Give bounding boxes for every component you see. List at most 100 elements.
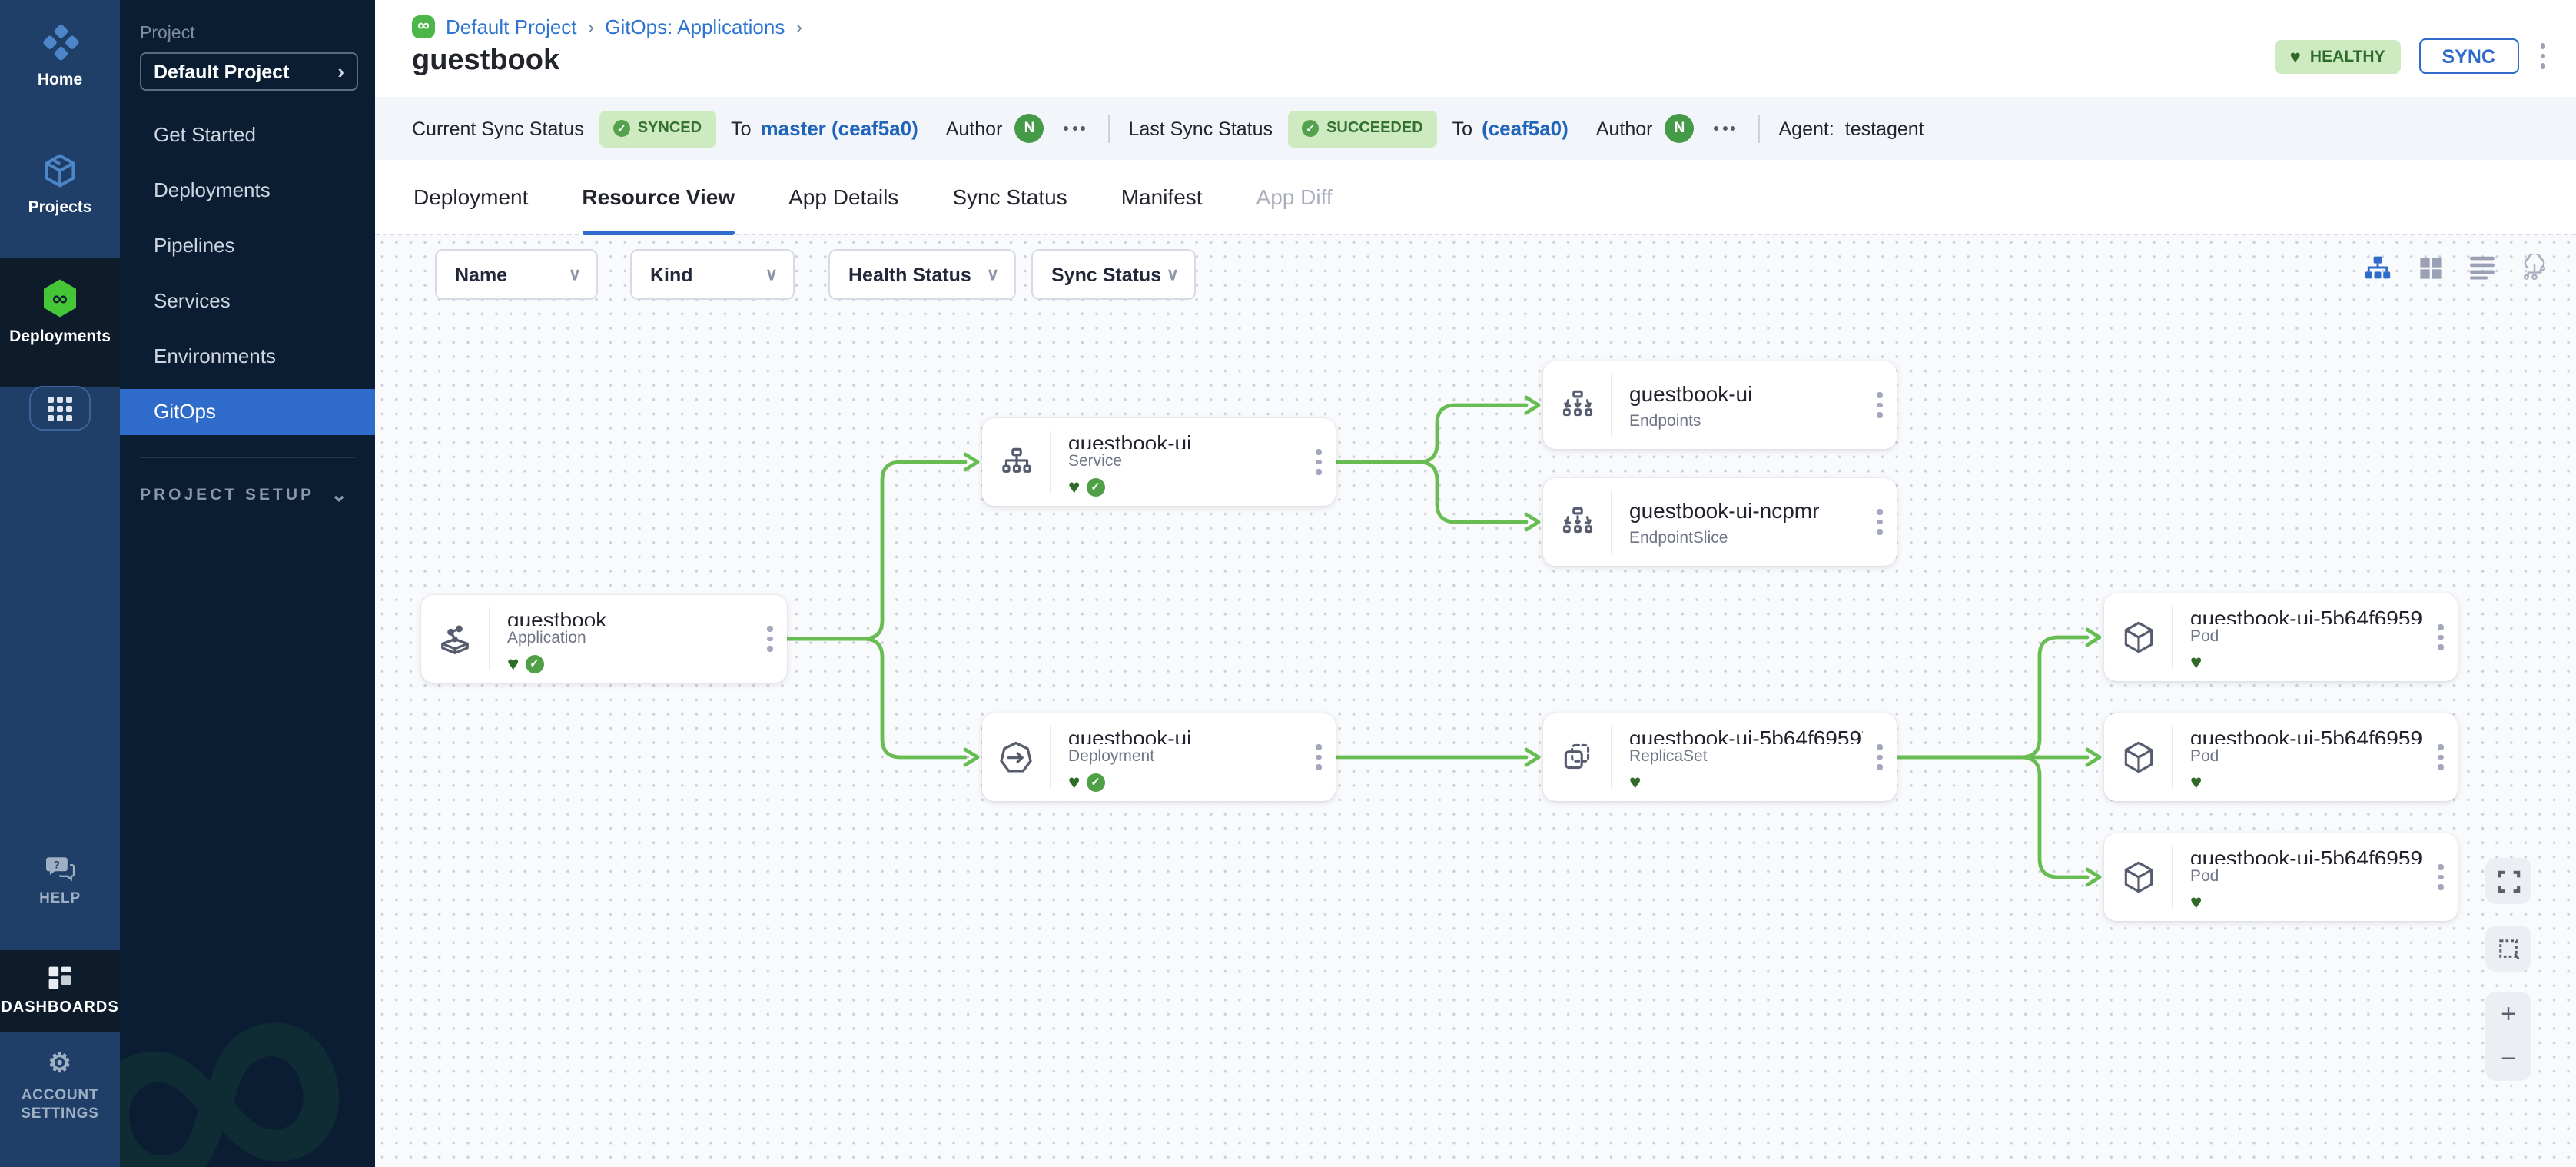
- grid-view-toggle[interactable]: [2416, 254, 2444, 281]
- synced-check-icon: ✓: [1086, 773, 1105, 791]
- node-kind: EndpointSlice: [1629, 528, 1728, 547]
- to-label: To: [1452, 118, 1473, 139]
- sidebar-item-deployments[interactable]: Deployments: [154, 178, 271, 201]
- node-kebab-menu-icon[interactable]: [2424, 833, 2458, 921]
- projects-cube-icon: [45, 154, 75, 188]
- rail-item-dashboards[interactable]: DASHBOARDS: [0, 964, 120, 1018]
- healthy-heart-icon: ♥: [1629, 770, 1642, 793]
- list-view-icon: [2470, 256, 2495, 280]
- zoom-out-button[interactable]: −: [2501, 1044, 2516, 1073]
- author-label: Author: [1595, 118, 1653, 139]
- nav-watermark-logo: ∞: [120, 843, 375, 1167]
- breadcrumb-link-project[interactable]: Default Project: [446, 15, 577, 38]
- rail-item-label: Deployments: [9, 327, 111, 346]
- sync-status-bar: Current Sync Status ✓ SYNCED To master (…: [375, 97, 2576, 160]
- tab-resource-view[interactable]: Resource View: [582, 159, 735, 234]
- current-commit-more-icon[interactable]: [1059, 126, 1090, 131]
- header-actions: ♥ HEALTHY SYNC: [2274, 38, 2548, 74]
- healthy-heart-icon: ♥: [1068, 770, 1081, 793]
- node-kebab-menu-icon[interactable]: [753, 595, 787, 683]
- tree-view-toggle[interactable]: [2364, 254, 2392, 281]
- nav-list: Get Started Deployments Pipelines Servic…: [120, 112, 375, 435]
- chevron-right-icon: ›: [337, 60, 344, 83]
- node-deployment-guestbook-ui[interactable]: guestbook-ui Deployment ♥ ✓: [982, 713, 1336, 801]
- pod-icon: [2104, 713, 2172, 801]
- node-kebab-menu-icon[interactable]: [1302, 418, 1336, 506]
- project-setup-toggle[interactable]: PROJECT SETUP ⌄: [140, 483, 350, 507]
- sidebar-item-environments[interactable]: Environments: [154, 344, 276, 367]
- selection-mode-button[interactable]: [2485, 926, 2531, 972]
- service-icon: [982, 418, 1050, 506]
- health-status-badge: ♥ HEALTHY: [2274, 39, 2401, 73]
- node-kind: Deployment: [1068, 747, 1155, 766]
- nav-divider: [140, 457, 355, 458]
- resource-tree-canvas[interactable]: Name ∨ Kind ∨ Health Status ∨ Sync Statu…: [375, 235, 2576, 1167]
- list-view-toggle[interactable]: [2468, 254, 2496, 281]
- fullscreen-icon: [2497, 869, 2520, 893]
- last-commit-more-icon[interactable]: [1710, 126, 1741, 131]
- sync-button[interactable]: SYNC: [2418, 38, 2518, 74]
- filter-label: Sync Status: [1051, 264, 1162, 285]
- node-endpoints-guestbook-ui[interactable]: guestbook-ui Endpoints: [1543, 361, 1897, 449]
- healthy-heart-icon: ♥: [2190, 890, 2203, 913]
- node-kebab-menu-icon[interactable]: [2424, 593, 2458, 681]
- dashboards-icon: [48, 966, 71, 989]
- filter-health-status-select[interactable]: Health Status ∨: [828, 249, 1016, 300]
- node-kebab-menu-icon[interactable]: [1302, 713, 1336, 801]
- zoom-in-button[interactable]: +: [2501, 999, 2516, 1029]
- last-revision-link[interactable]: (ceaf5a0): [1482, 117, 1569, 140]
- rail-item-label: ACCOUNT SETTINGS: [21, 1087, 99, 1122]
- rail-item-label: Home: [37, 71, 83, 89]
- node-kebab-menu-icon[interactable]: [1863, 478, 1897, 566]
- sidebar-item-gitops[interactable]: GitOps: [120, 389, 375, 435]
- agent-value: testagent: [1844, 118, 1924, 139]
- tab-app-details[interactable]: App Details: [788, 185, 899, 209]
- header-kebab-menu-icon[interactable]: [2537, 41, 2548, 72]
- node-endpointslice-guestbook-ui-ncpmr[interactable]: guestbook-ui-ncpmr EndpointSlice: [1543, 478, 1897, 566]
- last-sync-status-label: Last Sync Status: [1128, 118, 1273, 139]
- sidebar-item-pipelines[interactable]: Pipelines: [154, 234, 235, 257]
- breadcrumb-separator: ›: [587, 15, 595, 38]
- filter-sync-status-select[interactable]: Sync Status ∨: [1031, 249, 1196, 300]
- tab-deployment[interactable]: Deployment: [413, 185, 529, 209]
- current-revision-link[interactable]: master (ceaf5a0): [760, 117, 918, 140]
- node-application-guestbook[interactable]: guestbook Application ♥ ✓: [421, 595, 787, 683]
- sidebar-item-get-started[interactable]: Get Started: [154, 123, 256, 146]
- network-view-toggle[interactable]: [2521, 254, 2548, 281]
- rail-item-account-settings[interactable]: ⚙ ACCOUNT SETTINGS: [0, 1049, 120, 1122]
- tab-sync-status[interactable]: Sync Status: [952, 185, 1067, 209]
- rail-item-home[interactable]: Home: [0, 22, 120, 90]
- rail-item-projects[interactable]: Projects: [0, 151, 120, 218]
- synced-check-icon: ✓: [1086, 477, 1105, 496]
- page-title: guestbook: [412, 45, 560, 77]
- tab-app-diff[interactable]: App Diff: [1256, 185, 1333, 209]
- synced-check-icon: ✓: [525, 654, 544, 673]
- tab-manifest[interactable]: Manifest: [1120, 185, 1203, 209]
- current-sync-status-badge: ✓ SYNCED: [599, 110, 716, 147]
- node-name: guestbook-ui: [1068, 726, 1192, 745]
- sidebar-item-services[interactable]: Services: [154, 289, 231, 312]
- deployments-hexagon-icon: ∞: [44, 279, 76, 318]
- module-picker-button[interactable]: [29, 386, 91, 431]
- node-pod-2[interactable]: guestbook-ui-5b64f6959... Pod ♥: [2104, 713, 2458, 801]
- rail-item-deployments[interactable]: ∞ Deployments: [0, 277, 120, 347]
- filter-kind-select[interactable]: Kind ∨: [630, 249, 795, 300]
- node-service-guestbook-ui[interactable]: guestbook-ui Service ♥ ✓: [982, 418, 1336, 506]
- node-kind: ReplicaSet: [1629, 747, 1708, 766]
- node-kebab-menu-icon[interactable]: [2424, 713, 2458, 801]
- node-pod-1[interactable]: guestbook-ui-5b64f6959... Pod ♥: [2104, 593, 2458, 681]
- rail-item-help[interactable]: ? HELP: [0, 855, 120, 908]
- node-pod-3[interactable]: guestbook-ui-5b64f6959... Pod ♥: [2104, 833, 2458, 921]
- filter-name-select[interactable]: Name ∨: [435, 249, 598, 300]
- node-kebab-menu-icon[interactable]: [1863, 713, 1897, 801]
- healthy-heart-icon: ♥: [2190, 770, 2203, 793]
- breadcrumb-link-applications[interactable]: GitOps: Applications: [605, 15, 785, 38]
- project-selector[interactable]: Default Project ›: [140, 52, 358, 91]
- fit-view-button[interactable]: [2485, 858, 2531, 904]
- deployment-icon: [982, 713, 1050, 801]
- gitops-logo-icon: ∞: [412, 15, 435, 38]
- node-replicaset-guestbook-ui-5b64f69597[interactable]: guestbook-ui-5b64f69597 ReplicaSet ♥: [1543, 713, 1897, 801]
- filter-label: Name: [455, 264, 508, 285]
- node-kebab-menu-icon[interactable]: [1863, 361, 1897, 449]
- divider: [1758, 115, 1761, 142]
